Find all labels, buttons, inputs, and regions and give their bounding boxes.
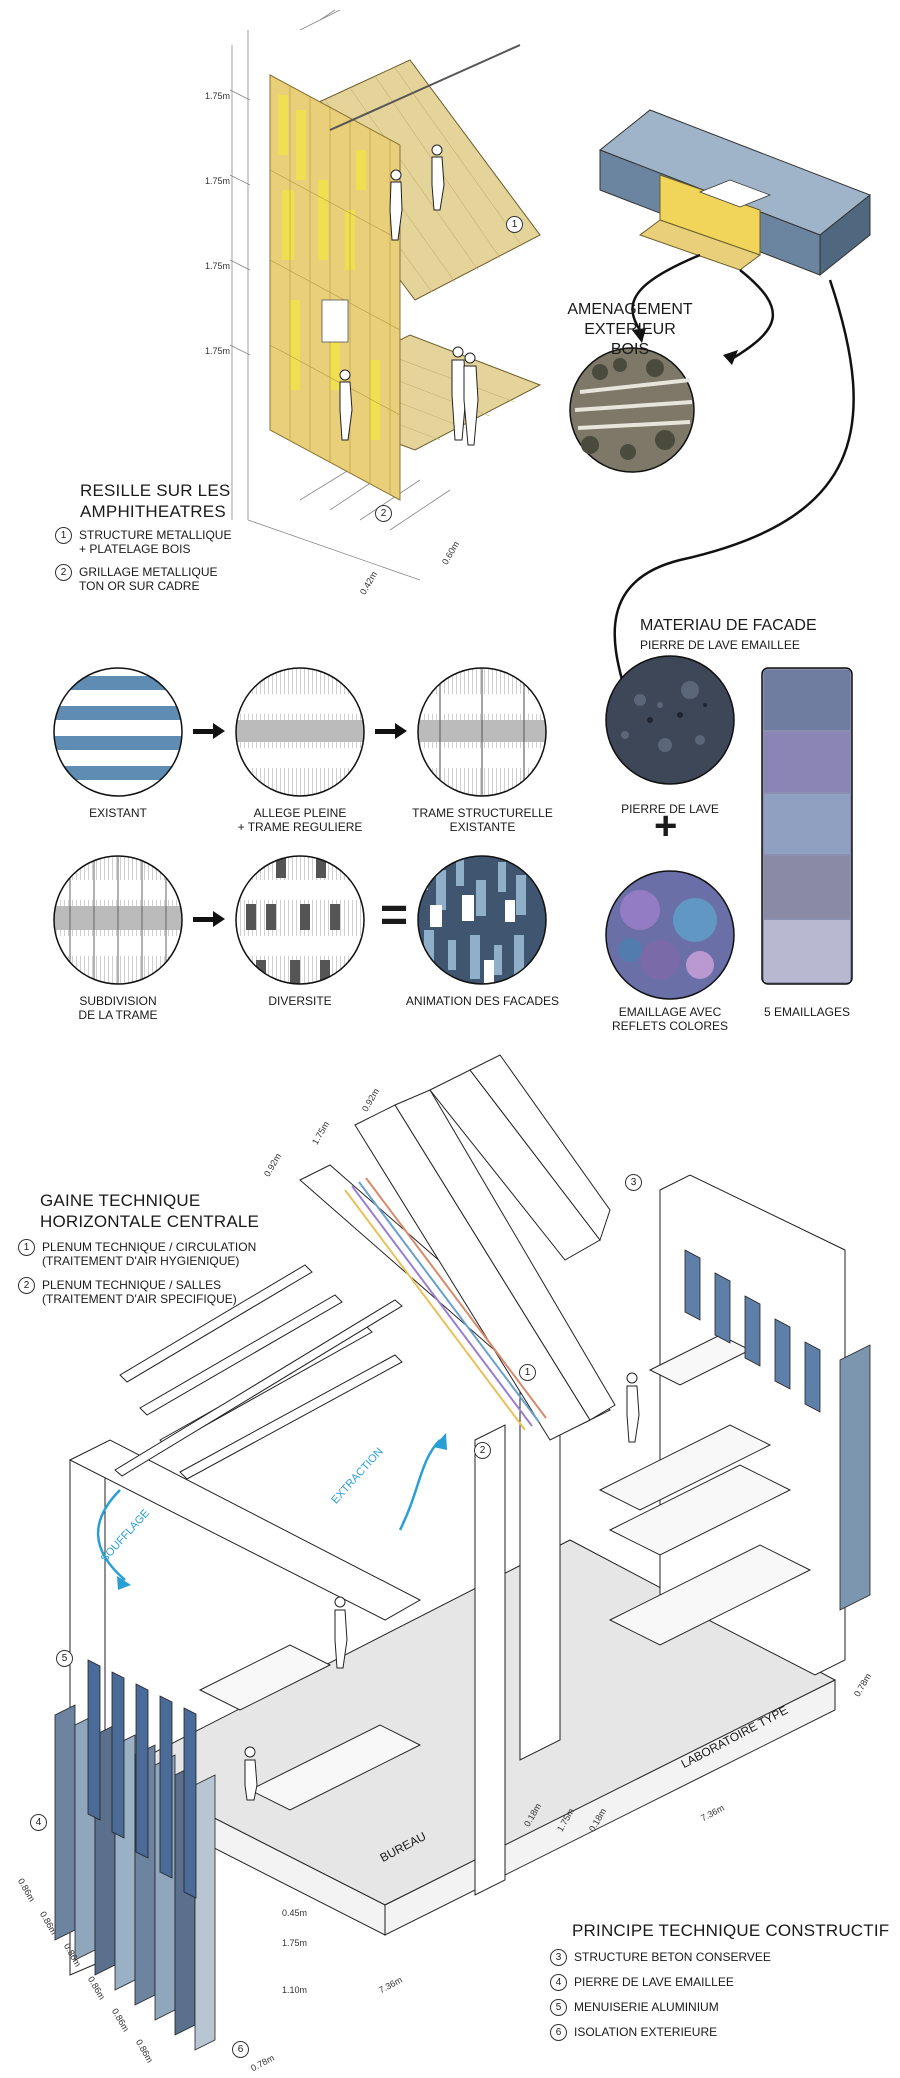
caption-existant: EXISTANT	[89, 806, 147, 820]
dim-label: 1.75m	[282, 1938, 308, 1948]
materiau-subtitle: PIERRE DE LAVE EMAILLEE	[640, 638, 800, 652]
dim-label: 1.75m	[205, 346, 231, 356]
marker-2: 2	[375, 505, 392, 522]
marker-3: 3	[625, 1174, 642, 1191]
dim-label: 1.75m	[205, 176, 231, 186]
dim-label: 1.75m	[205, 91, 231, 101]
dim-label: 1.75m	[205, 261, 231, 271]
legend-item: 2 PLENUM TECHNIQUE / SALLES(TRAITEMENT D…	[18, 1277, 256, 1306]
marker-4: 4	[30, 1814, 47, 1831]
gaine-title: GAINE TECHNIQUE HORIZONTALE CENTRALE	[40, 1191, 260, 1231]
resille-title: RESILLE SUR LES AMPHITHEATRES	[80, 481, 231, 521]
marker-6: 6	[232, 2041, 249, 2058]
legend-item: 1 PLENUM TECHNIQUE / CIRCULATION(TRAITEM…	[18, 1239, 256, 1268]
dim-label: 1.10m	[282, 1985, 308, 1995]
materiau-title: MATERIAU DE FACADE	[640, 617, 817, 634]
caption-5-emaillages: 5 EMAILLAGES	[763, 1005, 851, 1019]
resille-legend: 1 STRUCTURE METALLIQUE+ PLATELAGE BOIS 2…	[55, 527, 231, 593]
principe-title: PRINCIPE TECHNIQUE CONSTRUCTIF	[572, 1921, 890, 1940]
caption-animation: ANIMATION DES FACADES	[405, 994, 560, 1008]
legend-item: 1 STRUCTURE METALLIQUE+ PLATELAGE BOIS	[55, 527, 231, 556]
caption-allege: ALLEGE PLEINE+ TRAME REGULIERE	[237, 806, 363, 834]
marker-2: 2	[474, 1442, 491, 1459]
equals-sign: =	[380, 889, 409, 942]
marker-1: 1	[506, 216, 523, 233]
amenagement-title: AMENAGEMENT EXTERIEUR BOIS	[567, 301, 693, 358]
dim-label: 0.45m	[282, 1908, 308, 1918]
plus-sign: +	[654, 804, 678, 848]
marker-5: 5	[56, 1650, 73, 1667]
caption-diversite: DIVERSITE	[268, 994, 332, 1008]
caption-pierre: PIERRE DE LAVE	[621, 802, 719, 816]
gaine-legend: 1 PLENUM TECHNIQUE / CIRCULATION(TRAITEM…	[18, 1239, 256, 1306]
marker-1: 1	[519, 1364, 536, 1381]
